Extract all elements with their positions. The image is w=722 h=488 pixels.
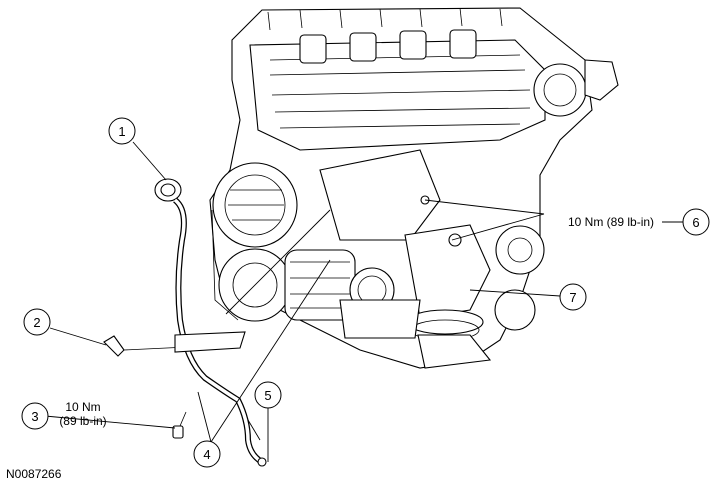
callout-6-torque: 10 Nm (89 lb-in): [568, 215, 654, 229]
callout-3-number: 3: [31, 409, 38, 424]
callout-6-number: 6: [692, 215, 699, 230]
dipstick-assembly: [103, 178, 267, 467]
engine-illustration: [209, 7, 619, 369]
callout-2-number: 2: [33, 315, 40, 330]
callout-2: 2: [23, 308, 51, 336]
callout-4: 4: [193, 440, 221, 468]
callout-4-number: 4: [203, 447, 210, 462]
reference-code: N0087266: [6, 467, 62, 481]
callout-3-torque-nm: 10 Nm: [65, 400, 100, 414]
callout-5-number: 5: [264, 388, 271, 403]
callout-7: 7: [559, 283, 587, 311]
callout-1-number: 1: [118, 124, 125, 139]
leader-lines: [44, 141, 561, 462]
callout-3: 3 10 Nm (89 lb-in): [21, 400, 107, 430]
callout-3-torque-lbin: (89 lb-in): [59, 414, 106, 428]
callout-7-number: 7: [569, 290, 576, 305]
callout-5: 5: [254, 381, 282, 409]
callout-1: 1: [108, 117, 136, 145]
callout-6: 6 10 Nm (89 lb-in): [568, 208, 710, 236]
